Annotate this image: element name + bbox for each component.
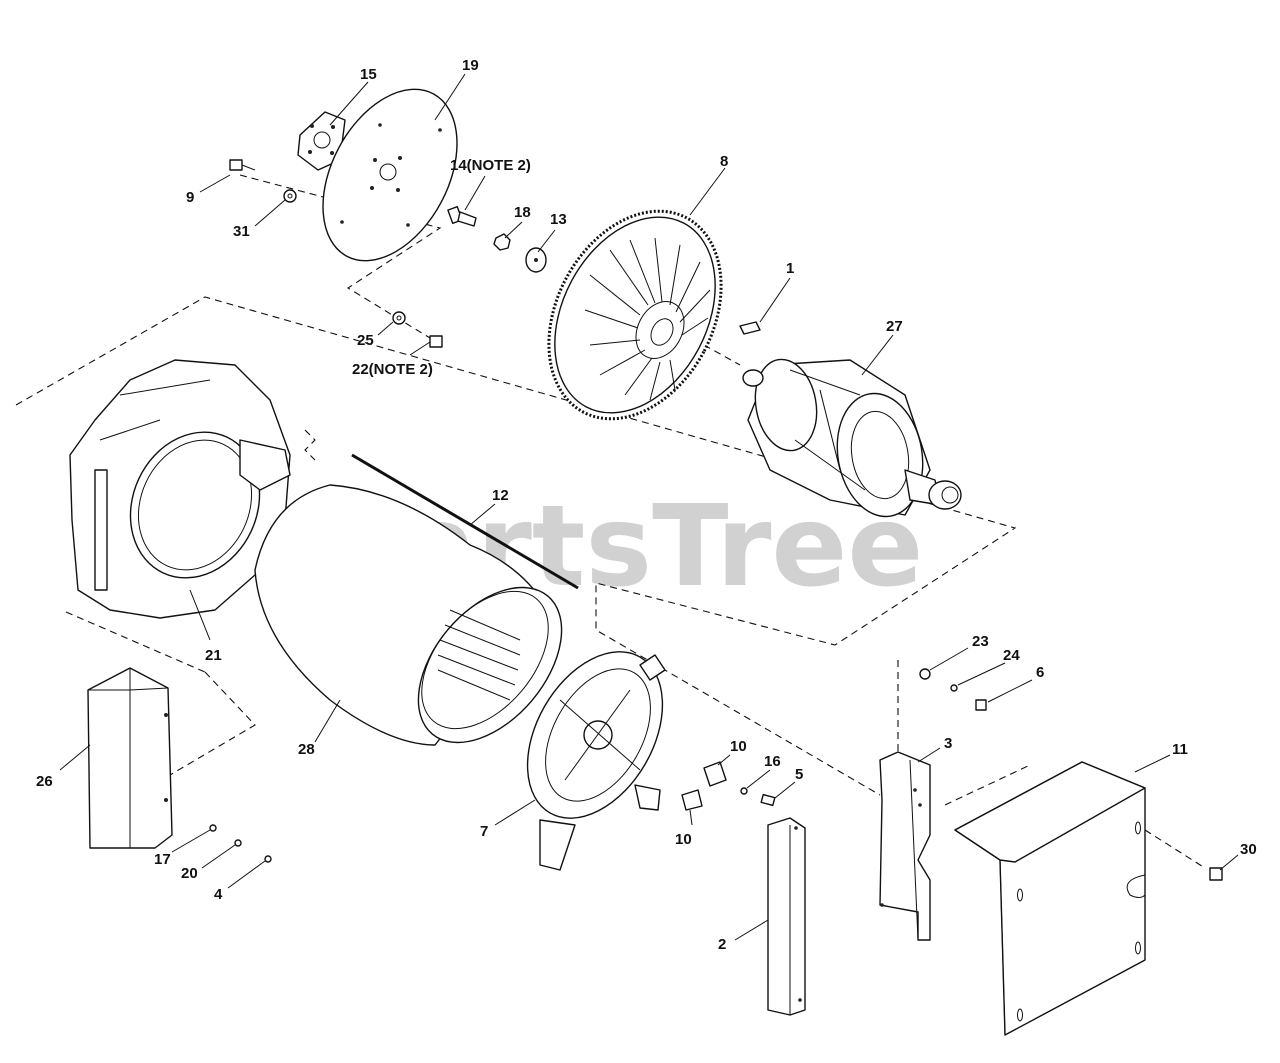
callout-14: 14(NOTE 2) [450,157,531,174]
callout-18: 18 [514,204,531,221]
callout-1: 1 [786,260,794,277]
callout-6: 6 [1036,664,1044,681]
part-6-bolt [975,699,987,711]
part-21-housing [69,359,291,619]
part-2-bracket [767,817,806,1016]
callout-4: 4 [214,886,223,903]
part-8-fan [547,209,723,421]
callout-28: 28 [298,741,315,758]
part-20-washer [234,839,242,847]
part-9-bolt [229,159,256,171]
callout-11: 11 [1172,741,1188,758]
part-7-bracket [526,651,666,871]
part-30-bolt [1209,867,1223,881]
callout-16: 16 [764,753,781,770]
part-11-panel [954,761,1146,1036]
callout-13: 13 [550,211,567,228]
callout-19: 19 [462,57,479,74]
part-25-washer [392,311,406,325]
callout-31: 31 [233,223,250,240]
part-26-cover [87,667,173,849]
callout-15: 15 [360,66,377,83]
part-22-bolt [429,335,443,348]
part-31-washer [283,189,297,203]
callout-10-lower: 10 [675,831,692,848]
callout-20: 20 [181,865,198,882]
callout-27: 27 [886,318,903,335]
callout-8: 8 [720,153,728,170]
callout-30: 30 [1240,841,1257,858]
part-1-key [739,321,761,335]
part-16-washer [740,787,748,795]
part-18-nut [493,233,511,251]
part-5-screw [760,793,776,807]
callout-12: 12 [492,487,509,504]
callout-17: 17 [154,851,171,868]
callout-10-upper: 10 [730,738,747,755]
part-13-washer [525,247,547,273]
callout-24: 24 [1003,647,1020,664]
part-15-hub-plate [297,111,346,171]
part-14-bolt [447,206,477,227]
callout-26: 26 [36,773,53,790]
callout-7: 7 [480,823,488,840]
part-12-through-bolt [351,453,579,590]
part-27-rotor [742,358,962,518]
leader-lines [59,73,1239,941]
callout-5: 5 [795,766,803,783]
part-3-bracket [879,751,931,941]
callout-22: 22(NOTE 2) [352,361,433,378]
callout-9: 9 [186,189,194,206]
part-10-brush-holder [681,761,727,811]
part-23-washer [919,668,931,680]
part-4-screw [264,855,272,863]
part-17-washer [209,824,217,832]
callout-3: 3 [944,735,952,752]
part-28-stator [254,484,563,746]
callout-21: 21 [205,647,222,664]
callout-labels: 15 19 9 31 14(NOTE 2) 18 13 8 1 27 25 22… [36,57,1257,953]
part-19-flex-plate [322,88,458,262]
callout-23: 23 [972,633,989,650]
callout-2: 2 [718,936,726,953]
part-24-lockwasher [950,684,958,692]
callout-25: 25 [357,332,374,349]
